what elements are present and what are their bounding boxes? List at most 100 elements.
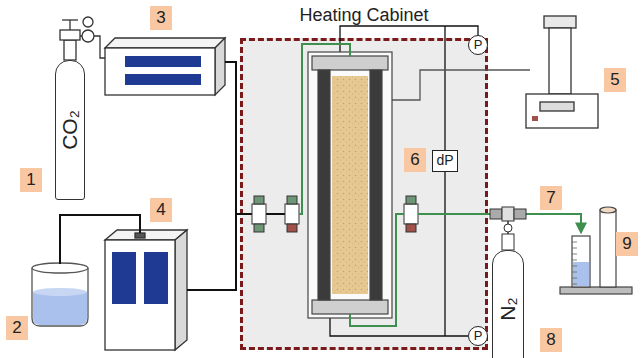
collection-cylinders [572, 272, 577, 273]
pressure-line [444, 26, 445, 150]
water-beaker [32, 268, 88, 326]
supply-line [60, 215, 140, 264]
back-pressure-regulator [490, 207, 526, 250]
gas-cylinder: CO₂ [55, 60, 85, 200]
pressure-gauge: P [468, 326, 488, 346]
callout-number: 7 [540, 186, 562, 210]
syringe-pump [532, 116, 538, 121]
water-beaker [32, 263, 88, 273]
collection-cylinders [600, 210, 616, 287]
core-holder [312, 56, 388, 70]
collection-cylinders [572, 254, 577, 255]
water-pump [135, 233, 145, 238]
collection-cylinders [572, 248, 577, 249]
cabinet-heading: Heating Cabinet [240, 6, 488, 26]
water-pump [112, 252, 136, 304]
node-label: CO₂ [58, 110, 81, 150]
callout-number: 6 [404, 148, 426, 172]
collection-cylinders [572, 260, 577, 261]
callout-label: 9 [622, 235, 631, 254]
inlet-valve [285, 204, 299, 224]
water-pump [105, 240, 175, 350]
collection-cylinders [572, 278, 577, 279]
co2-pump [105, 38, 225, 48]
syringe-pump [526, 16, 598, 128]
callout-label: 3 [156, 9, 165, 28]
inlet-valve [254, 224, 264, 232]
node-label: N₂ [496, 297, 519, 320]
co2-regulator [60, 30, 80, 40]
co2-regulator [64, 40, 76, 60]
core-holder [308, 52, 392, 318]
callout-label: 7 [546, 189, 555, 208]
core-holder [332, 76, 368, 294]
inlet-valve [287, 224, 297, 232]
flow-line [299, 44, 350, 214]
co2-regulator [83, 17, 93, 27]
water-pump [175, 230, 187, 350]
supply-line [60, 62, 285, 290]
syringe-pump [549, 28, 571, 94]
flow-line [350, 214, 404, 326]
back-pressure-regulator [490, 209, 502, 219]
confining-line [392, 70, 530, 100]
core-holder [308, 52, 392, 318]
callout-label: 2 [12, 319, 21, 338]
supply-line [225, 62, 252, 214]
co2-pump [125, 74, 201, 85]
differential-pressure-box: dP [432, 150, 458, 172]
inlet-valve [285, 196, 299, 232]
node-label: P [474, 38, 483, 52]
supply-line [266, 213, 285, 215]
syringe-pump [540, 102, 574, 111]
supply-line [187, 214, 236, 290]
pressure-line [444, 172, 445, 336]
callout-label: 5 [610, 71, 619, 90]
outlet-valve [404, 204, 418, 224]
callout-label: 4 [156, 201, 165, 220]
inlet-valve [252, 204, 266, 224]
callout-number: 2 [6, 316, 28, 340]
co2-pump [105, 48, 215, 95]
flow-line [299, 44, 581, 326]
collection-cylinders [572, 242, 577, 243]
back-pressure-regulator [504, 224, 512, 232]
co2-regulator [69, 20, 70, 30]
inlet-valve [287, 196, 297, 204]
core-holder [312, 300, 388, 314]
co2-regulator [94, 36, 105, 58]
collection-cylinders [572, 236, 590, 287]
water-beaker [33, 292, 87, 325]
pressure-gauge: P [468, 35, 488, 55]
pressure-line [340, 26, 478, 52]
co2-pump [215, 38, 225, 95]
water-beaker [33, 288, 87, 296]
water-pump [105, 230, 187, 350]
co2-regulator [60, 17, 105, 60]
collection-cylinders [572, 284, 577, 285]
callout-number: 5 [604, 68, 626, 92]
collection-cylinders [560, 207, 632, 294]
co2-regulator [80, 35, 82, 36]
water-pump [144, 252, 168, 304]
syringe-pump [526, 94, 598, 128]
collection-cylinders [573, 262, 589, 286]
outlet-valve [406, 196, 416, 204]
co2-pump [105, 38, 225, 95]
outlet-valve [404, 196, 418, 232]
core-holder [370, 70, 382, 300]
callout-label: 8 [546, 331, 555, 350]
callout-number: 8 [540, 328, 562, 352]
inlet-valve [252, 196, 266, 232]
water-pump [105, 230, 187, 240]
node-label: P [474, 329, 483, 343]
collection-cylinders [572, 242, 577, 284]
collection-cylinders [560, 287, 632, 294]
syringe-pump [544, 16, 576, 28]
inlet-valve [254, 196, 264, 204]
water-beaker [32, 263, 88, 326]
co2-regulator [62, 19, 78, 20]
node-label: dP [436, 153, 453, 168]
